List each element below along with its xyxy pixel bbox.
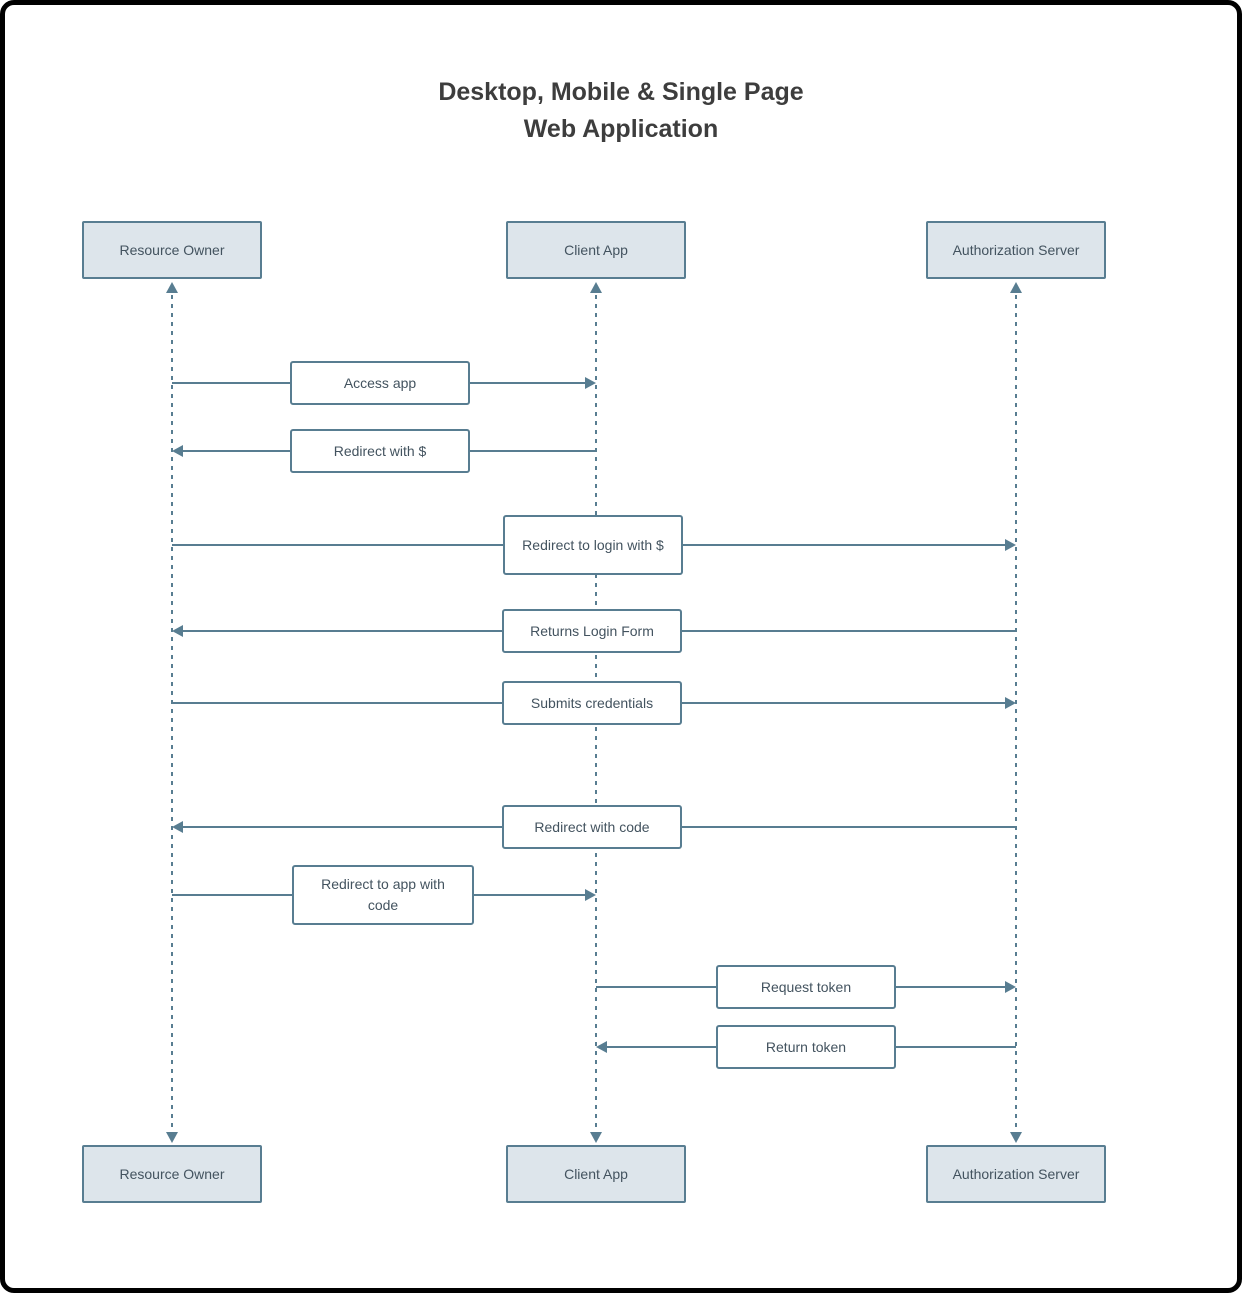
actor-label: Client App (564, 242, 628, 258)
actor-label: Resource Owner (119, 242, 225, 258)
diagram-title: Desktop, Mobile & Single Page Web Applic… (0, 74, 1242, 148)
arrow-right-icon (585, 377, 596, 389)
message-text: Redirect with code (534, 818, 650, 835)
lifeline-bottom-arrow-icon (166, 1132, 178, 1143)
diagram-title-line2: Web Application (523, 115, 719, 143)
message-text: Redirect with $ (333, 442, 427, 459)
message-label: Redirect with code (502, 805, 682, 849)
message-label: Returns Login Form (502, 609, 682, 653)
message-label: Access app (290, 361, 470, 405)
lifeline-top-arrow-icon (590, 282, 602, 293)
actor-bottom-client-app: Client App (506, 1145, 686, 1203)
message-text: Redirect to app with code (321, 876, 445, 913)
message-label: Submits credentials (502, 681, 682, 725)
message-label: Redirect with $ (290, 429, 470, 473)
lifeline-top-arrow-icon (166, 282, 178, 293)
message-label: Request token (716, 965, 896, 1009)
message-text: Returns Login Form (530, 622, 654, 639)
message-text: Return token (765, 1038, 847, 1055)
actor-bottom-resource-owner: Resource Owner (82, 1145, 262, 1203)
message-text: Request token (760, 978, 852, 995)
actor-top-resource-owner: Resource Owner (82, 221, 262, 279)
actor-label: Resource Owner (119, 1166, 225, 1182)
message-text: Access app (343, 374, 417, 391)
lifeline-dashes (171, 295, 173, 1131)
lifeline-dashes (1015, 295, 1017, 1131)
lifeline-bottom-arrow-icon (1010, 1132, 1022, 1143)
message-text: Submits credentials (530, 694, 654, 711)
message-label: Redirect to app with code (292, 865, 474, 925)
arrow-right-icon (1005, 539, 1016, 551)
arrow-right-icon (585, 889, 596, 901)
actor-label: Authorization Server (952, 1166, 1080, 1182)
arrow-left-icon (172, 445, 183, 457)
lifeline-bottom-arrow-icon (590, 1132, 602, 1143)
arrow-left-icon (172, 821, 183, 833)
arrow-left-icon (596, 1041, 607, 1053)
message-label: Return token (716, 1025, 896, 1069)
actor-bottom-authorization-server: Authorization Server (926, 1145, 1106, 1203)
arrow-right-icon (1005, 697, 1016, 709)
message-text: Redirect to login with $ (522, 536, 664, 553)
arrow-right-icon (1005, 981, 1016, 993)
diagram-title-line1: Desktop, Mobile & Single Page (438, 78, 804, 106)
actor-label: Client App (564, 1166, 628, 1182)
arrow-left-icon (172, 625, 183, 637)
actor-top-authorization-server: Authorization Server (926, 221, 1106, 279)
actor-label: Authorization Server (952, 242, 1080, 258)
actor-top-client-app: Client App (506, 221, 686, 279)
message-label: Redirect to login with $ (503, 515, 683, 575)
lifeline-top-arrow-icon (1010, 282, 1022, 293)
